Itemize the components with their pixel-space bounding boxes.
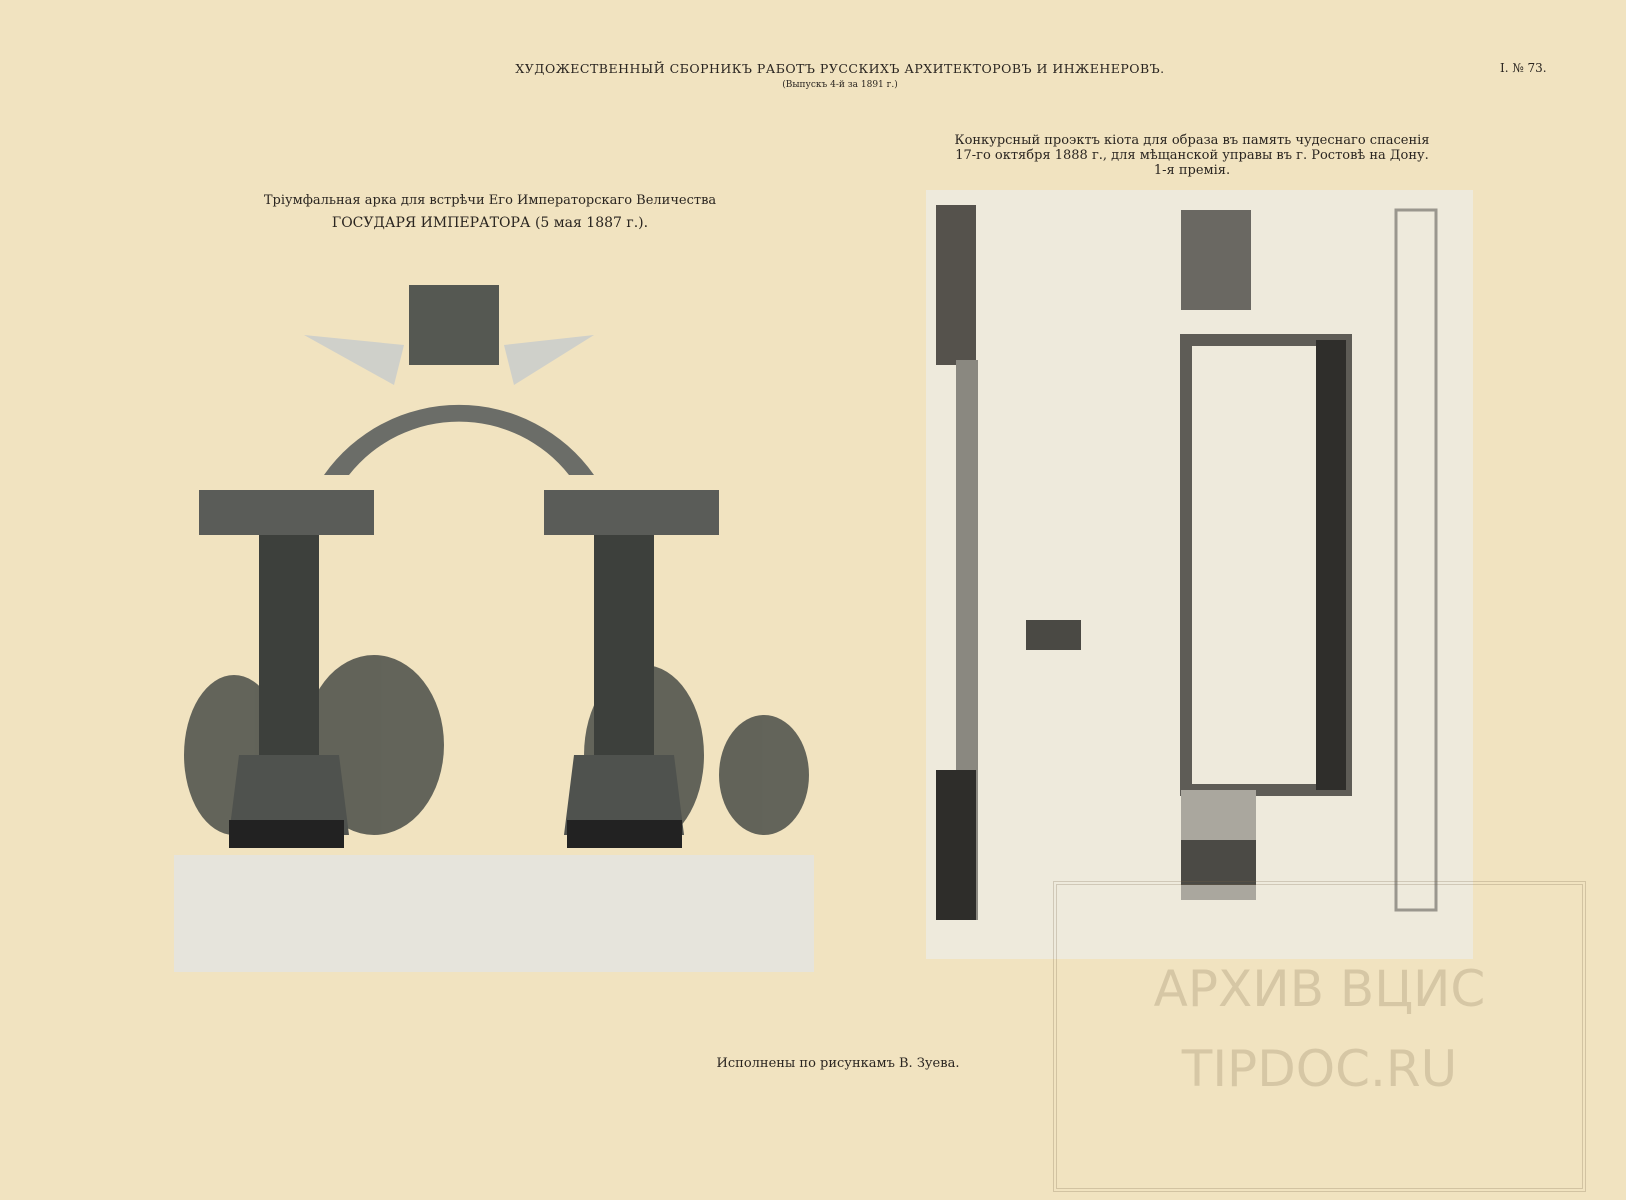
authorship-note: Исполнены по рисункамъ В. Зуева. (716, 1056, 960, 1071)
archive-watermark: АРХИВ ВЦИС TIPDOC.RU (1053, 881, 1586, 1192)
kiot-caption-line2: 17-го октября 1888 г., для мѣщанской упр… (955, 148, 1429, 163)
kiot-caption-line1: Конкурсный проэктъ кіота для образа въ п… (954, 133, 1430, 148)
kiot-caption: Конкурсный проэктъ кіота для образа въ п… (955, 133, 1430, 178)
arch-caption: Тріумфальная арка для встрѣчи Его Импера… (264, 190, 716, 234)
arch-caption-line2: ГОСУДАРЯ ИМПЕРАТОРА (5 мая 1887 г.). (331, 215, 649, 231)
kiot-caption-line3: 1-я премія. (1153, 163, 1231, 178)
collection-title: ХУДОЖЕСТВЕННЫЙ СБОРНИКЪ РАБОТЪ РУССКИХЪ … (515, 61, 1165, 76)
triumphal-arch-photo (174, 285, 814, 972)
issue-subtitle: (Выпускъ 4-й за 1891 г.) (782, 80, 898, 90)
plate-number: I. № 73. (1500, 61, 1547, 75)
arch-caption-line1: Тріумфальная арка для встрѣчи Его Импера… (263, 193, 717, 208)
kiot-drawing (926, 190, 1473, 959)
watermark-line1: АРХИВ ВЦИС (1153, 960, 1486, 1018)
watermark-line2: TIPDOC.RU (1181, 1040, 1458, 1098)
